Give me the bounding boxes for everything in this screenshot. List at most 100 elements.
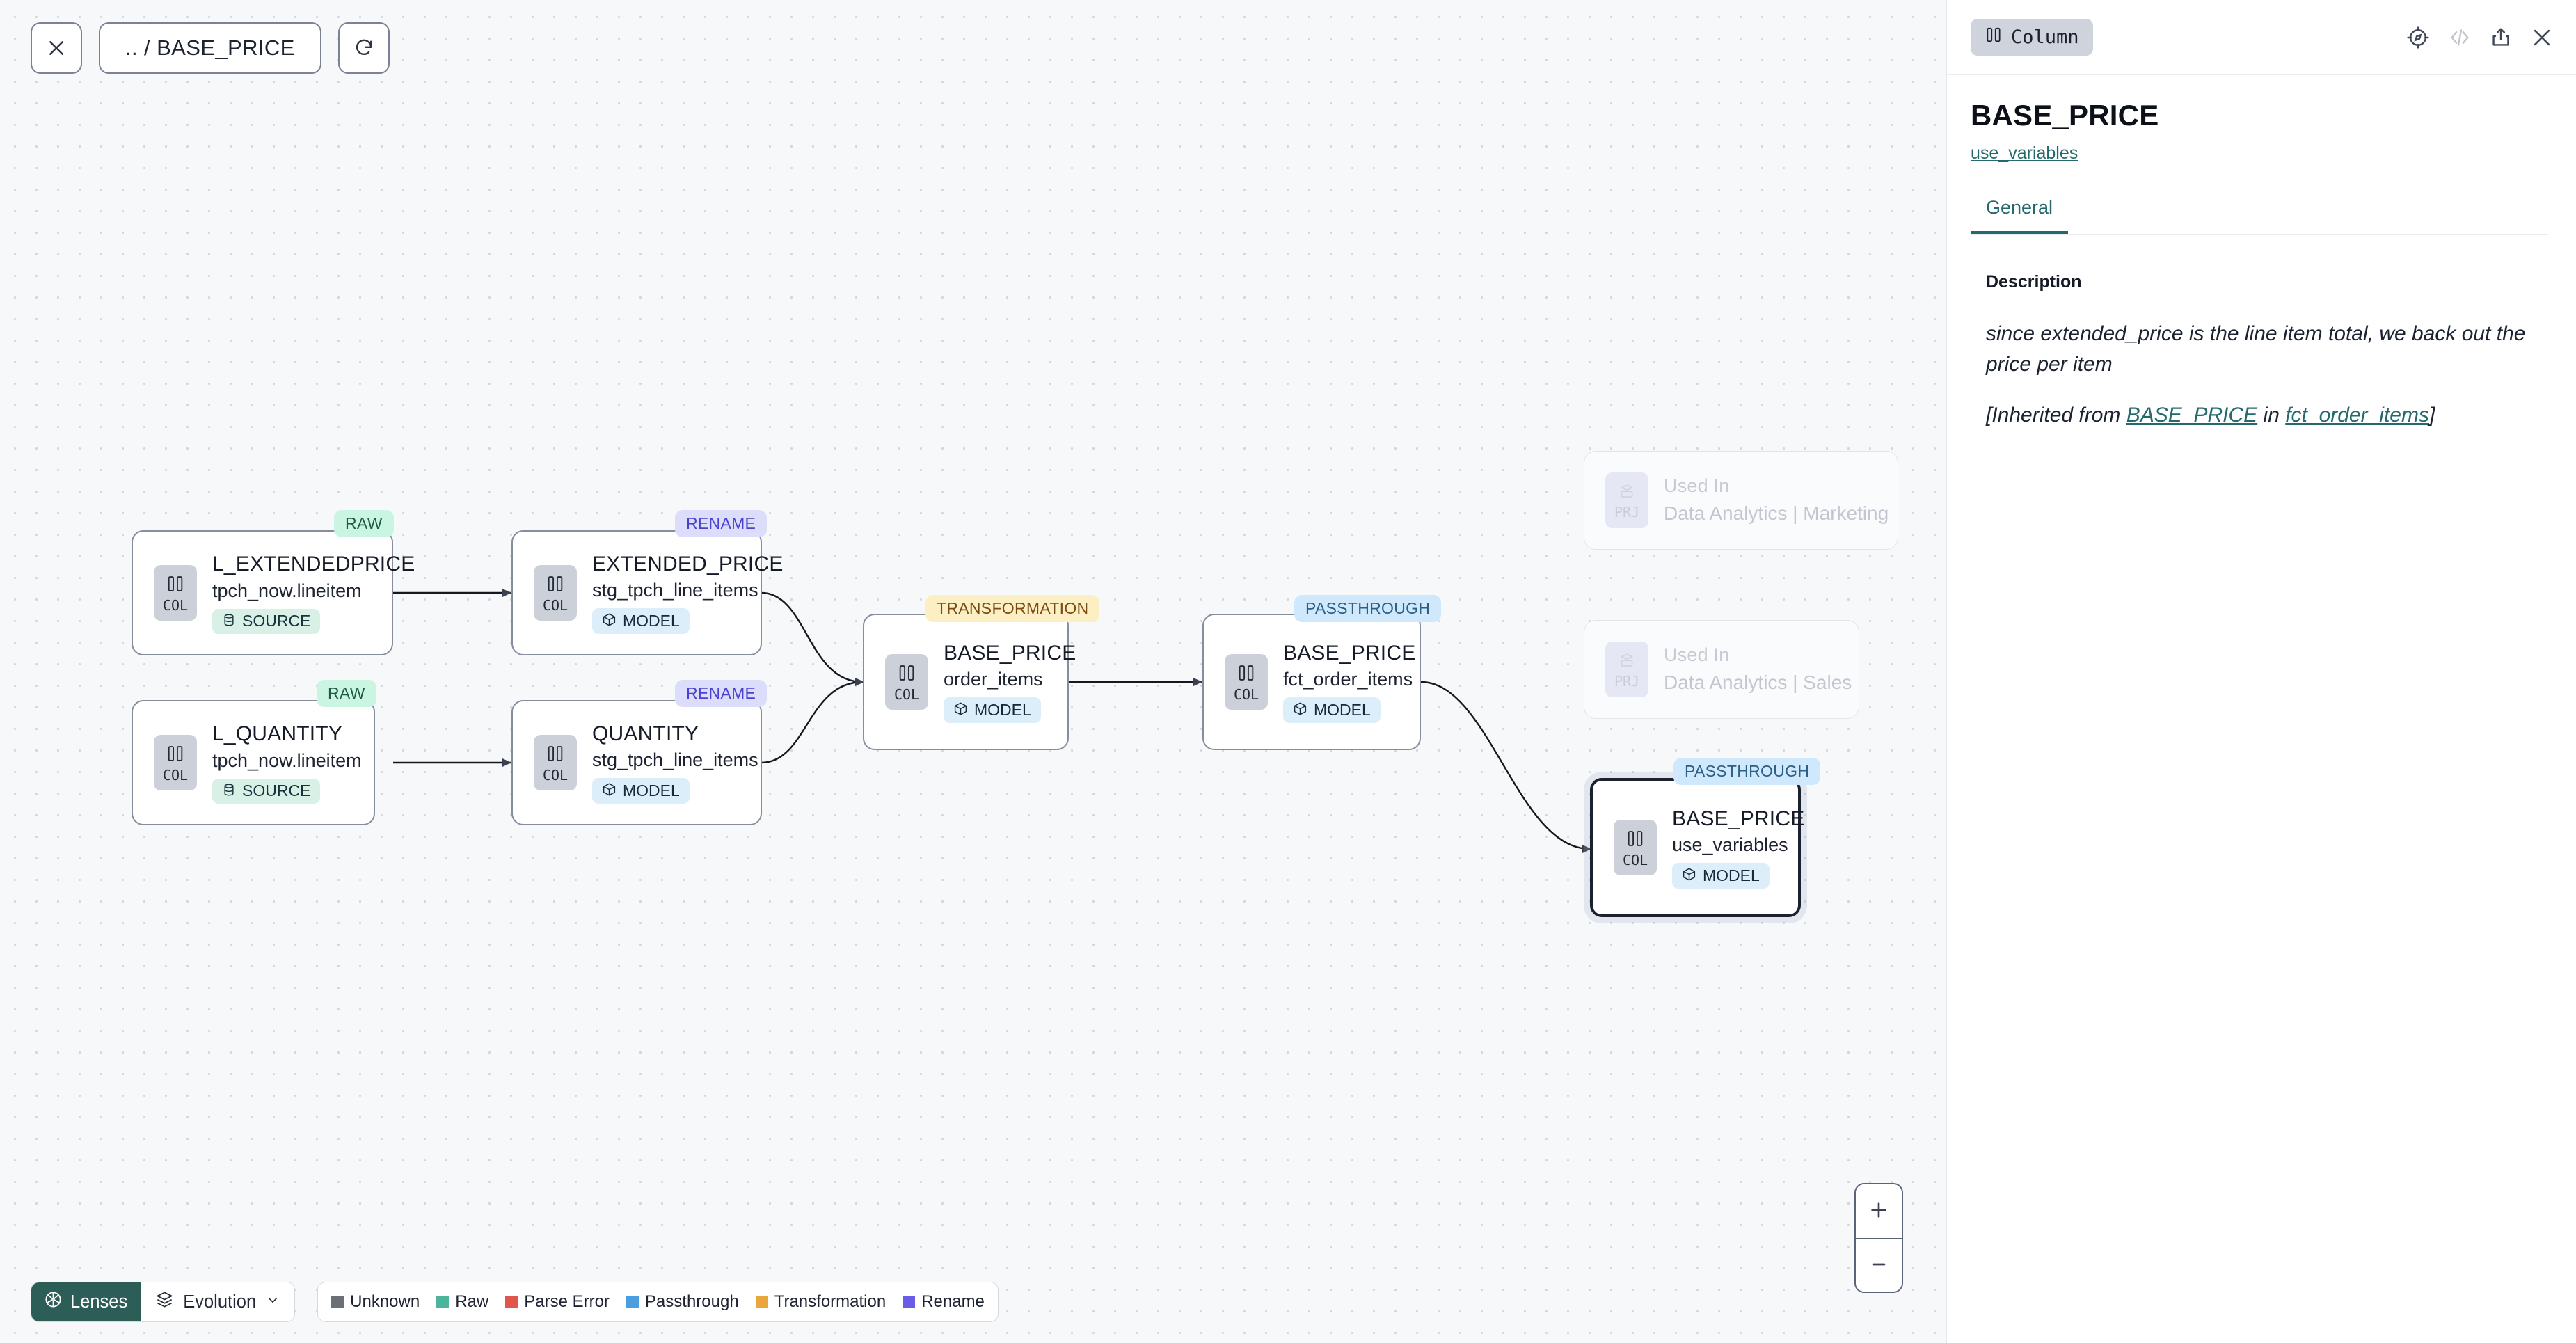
evolution-label: Evolution	[183, 1292, 257, 1312]
description-body: since extended_price is the line item to…	[1986, 319, 2543, 431]
legend-item[interactable]: Rename	[903, 1292, 985, 1312]
node-body: BASE_PRICE use_variables MODEL	[1672, 806, 1804, 889]
node-subtitle: order_items	[944, 669, 1043, 690]
graph-node-base-price-fct-order-items[interactable]: COL BASE_PRICE fct_order_items MODEL	[1202, 614, 1421, 750]
node-badge-rename: RENAME	[675, 680, 768, 707]
used-in-label: Used In	[1664, 475, 1730, 497]
node-body: EXTENDED_PRICE stg_tpch_line_items MODEL	[592, 552, 784, 635]
columns-icon	[1237, 663, 1256, 686]
graph-node-base-price-use-variables[interactable]: COL BASE_PRICE use_variables MODEL	[1590, 778, 1804, 917]
col-chip: COL	[154, 565, 197, 621]
node-tag-label: SOURCE	[242, 781, 311, 800]
legend-item[interactable]: Raw	[436, 1292, 488, 1312]
node-tag-label: MODEL	[623, 612, 680, 630]
project-icon	[1617, 651, 1637, 673]
zoom-controls	[1854, 1183, 1903, 1293]
description-text: since extended_price is the line item to…	[1986, 322, 2526, 376]
node-tag-model: MODEL	[1283, 697, 1381, 724]
zoom-out-button[interactable]	[1856, 1238, 1902, 1292]
prj-chip: PRJ	[1605, 472, 1648, 528]
graph-node-used-in-sales[interactable]: PRJ Used In Data Analytics | Sales	[1584, 620, 1859, 719]
graph-node-extended-price[interactable]: COL EXTENDED_PRICE stg_tpch_line_items M…	[511, 530, 783, 655]
description-section: Description since extended_price is the …	[1971, 272, 2548, 431]
badge-label: RAW	[345, 514, 383, 532]
code-icon[interactable]	[2448, 26, 2472, 49]
node-badge-transformation: TRANSFORMATION	[925, 595, 1100, 622]
node-subtitle: tpch_now.lineitem	[212, 749, 362, 771]
canvas-bottom-bar: Lenses Evolution Unknown	[31, 1282, 999, 1322]
node-badge-passthrough: PASSTHROUGH	[1294, 595, 1442, 622]
node-tag-label: MODEL	[1703, 866, 1760, 885]
node-title: L_QUANTITY	[212, 722, 343, 746]
prj-chip: PRJ	[1605, 642, 1648, 697]
zoom-in-button[interactable]	[1856, 1184, 1902, 1238]
close-button[interactable]	[31, 22, 82, 74]
legend-swatch	[436, 1296, 450, 1308]
lenses-button[interactable]: Lenses	[31, 1282, 142, 1321]
node-badge-raw: RAW	[317, 680, 376, 707]
graph-node-l-quantity[interactable]: COL L_QUANTITY tpch_now.lineitem SOURCE	[132, 700, 375, 825]
evolution-dropdown[interactable]: Evolution	[141, 1282, 295, 1321]
legend-item[interactable]: Transformation	[755, 1292, 886, 1312]
inherited-model-link[interactable]: fct_order_items	[2285, 404, 2429, 427]
cube-icon	[1293, 701, 1307, 719]
node-title: L_EXTENDEDPRICE	[212, 553, 415, 576]
node-badge-rename: RENAME	[675, 510, 768, 537]
project-icon	[1617, 482, 1637, 504]
legend-label: Unknown	[350, 1292, 420, 1311]
used-in-project: Data Analytics | Marketing	[1664, 502, 1889, 525]
lenses-group: Lenses Evolution	[31, 1282, 296, 1322]
node-subtitle: use_variables	[1672, 834, 1788, 855]
legend-item[interactable]: Passthrough	[626, 1292, 739, 1312]
col-chip: COL	[154, 735, 197, 790]
node-title: EXTENDED_PRICE	[592, 552, 784, 575]
inherited-column-link[interactable]: BASE_PRICE	[2126, 404, 2258, 427]
share-icon[interactable]	[2490, 26, 2512, 49]
graph-node-used-in-marketing[interactable]: PRJ Used In Data Analytics | Marketing	[1584, 451, 1898, 550]
col-chip-label: COL	[1622, 851, 1648, 868]
col-chip: COL	[1225, 654, 1268, 710]
columns-icon	[166, 574, 185, 597]
node-badge-passthrough: PASSTHROUGH	[1673, 758, 1821, 785]
entity-parent-link[interactable]: use_variables	[1971, 143, 2078, 163]
col-chip: COL	[534, 565, 577, 621]
node-tag-model: MODEL	[592, 778, 690, 804]
node-title: BASE_PRICE	[944, 641, 1076, 665]
description-heading: Description	[1986, 272, 2082, 292]
node-tag-model: MODEL	[944, 697, 1041, 724]
node-subtitle: stg_tpch_line_items	[592, 580, 758, 601]
tab-general[interactable]: General	[1971, 197, 2069, 234]
col-chip-label: COL	[542, 766, 569, 784]
legend-item[interactable]: Unknown	[331, 1292, 420, 1312]
cube-icon	[953, 701, 968, 719]
lineage-canvas[interactable]: .. / BASE_PRICE	[0, 0, 1946, 1343]
node-title: QUANTITY	[592, 722, 699, 745]
node-tag-model: MODEL	[1672, 863, 1770, 889]
col-chip-label: COL	[162, 596, 189, 614]
node-tag-label: MODEL	[974, 701, 1031, 720]
used-in-label: Used In	[1664, 644, 1730, 666]
breadcrumb-label: .. / BASE_PRICE	[125, 35, 295, 60]
minus-icon	[1868, 1253, 1890, 1278]
badge-label: PASSTHROUGH	[1685, 762, 1810, 780]
col-chip-label: COL	[893, 685, 920, 703]
chevron-down-icon	[265, 1292, 280, 1312]
col-chip: COL	[534, 735, 577, 790]
col-chip-label: COL	[162, 766, 189, 784]
graph-node-quantity[interactable]: COL QUANTITY stg_tpch_line_items MODEL	[511, 700, 762, 825]
breadcrumb-button[interactable]: .. / BASE_PRICE	[99, 22, 321, 74]
col-chip: COL	[1614, 820, 1657, 875]
graph-node-l-extendedprice[interactable]: COL L_EXTENDEDPRICE tpch_now.lineitem SO…	[132, 530, 415, 655]
database-icon	[222, 783, 236, 800]
close-icon[interactable]	[2530, 26, 2554, 49]
graph-node-base-price-order-items[interactable]: COL BASE_PRICE order_items MODEL	[863, 614, 1076, 750]
legend-swatch	[331, 1296, 344, 1308]
compass-icon[interactable]	[2406, 26, 2430, 49]
legend-label: Parse Error	[524, 1292, 610, 1311]
legend-item[interactable]: Parse Error	[505, 1292, 610, 1312]
plus-icon	[1868, 1199, 1890, 1223]
node-body: QUANTITY stg_tpch_line_items MODEL	[592, 722, 758, 804]
refresh-button[interactable]	[337, 22, 390, 74]
panel-header: Column	[1947, 0, 2576, 75]
prj-chip-label: PRJ	[1614, 672, 1640, 690]
